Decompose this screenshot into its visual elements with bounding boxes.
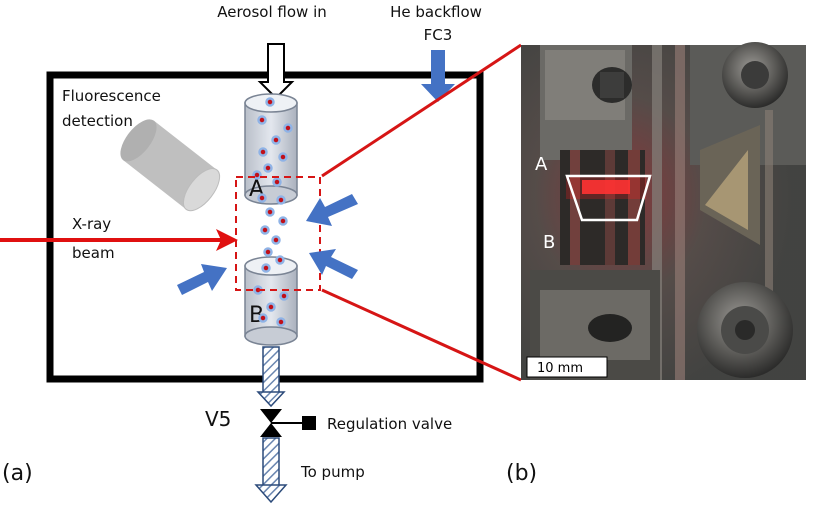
fluorescence-label-line1: Fluorescence bbox=[62, 87, 161, 105]
outflow-arrow bbox=[256, 346, 286, 408]
aerosol-flow-label: Aerosol flow in bbox=[217, 3, 327, 21]
xray-label-line1: X-ray bbox=[72, 215, 111, 233]
interaction-region bbox=[235, 176, 321, 291]
aerosol-particles bbox=[252, 97, 293, 327]
nozzle-b bbox=[244, 256, 298, 346]
photo-label-a: A bbox=[535, 154, 548, 175]
regulation-valve-symbol[interactable] bbox=[260, 409, 316, 437]
fluorescence-detector bbox=[120, 119, 221, 212]
regulation-valve-label: Regulation valve bbox=[327, 415, 452, 433]
to-pump-label: To pump bbox=[300, 463, 365, 481]
he-backflow-arrow bbox=[421, 50, 455, 102]
he-arrow-lower-right bbox=[309, 249, 358, 279]
nozzle-outline-trapezoid bbox=[565, 174, 652, 222]
fc3-label: FC3 bbox=[424, 26, 453, 44]
panel-b-photo: A B 10 mm bbox=[521, 42, 806, 380]
zoom-line-bottom bbox=[321, 288, 522, 382]
panel-b-label: (b) bbox=[506, 461, 537, 486]
zoom-line-top bbox=[321, 43, 522, 178]
panel-a-label: (a) bbox=[2, 461, 33, 486]
aerosol-inflow-arrow bbox=[257, 43, 295, 100]
xray-label-line2: beam bbox=[72, 244, 115, 262]
he-arrow-upper-right bbox=[306, 194, 358, 226]
photo-label-b: B bbox=[543, 232, 555, 253]
scale-bar-box bbox=[526, 356, 608, 378]
to-pump-arrow bbox=[254, 437, 288, 504]
he-arrow-lower-left bbox=[177, 264, 227, 295]
scale-bar-label: 10 mm bbox=[537, 361, 583, 376]
he-backflow-label: He backflow bbox=[390, 3, 482, 21]
xray-beam-arrow bbox=[0, 229, 238, 251]
panel-a: Aerosol flow in He backflow FC3 Fluoresc… bbox=[0, 3, 484, 504]
fluorescence-label-line2: detection bbox=[62, 112, 133, 130]
valve-v5-label: V5 bbox=[205, 407, 231, 431]
